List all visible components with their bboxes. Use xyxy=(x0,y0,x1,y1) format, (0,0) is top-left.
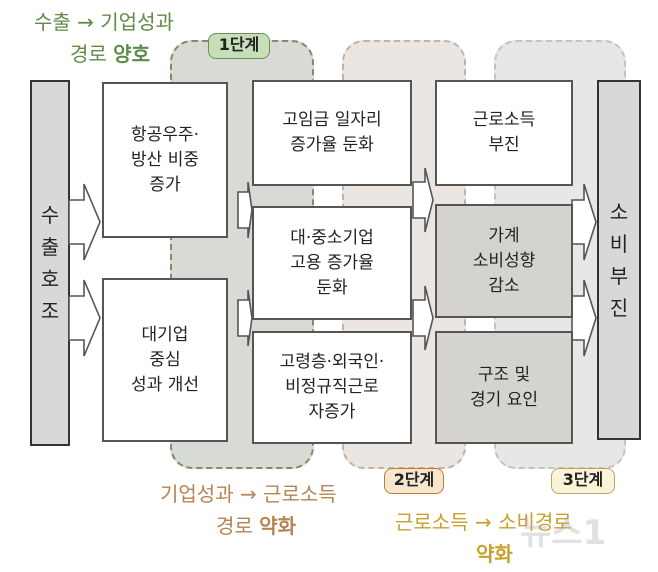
employment-growth-box: 대·중소기업 고용 증가율 둔화 xyxy=(252,206,412,320)
arrow-right-icon xyxy=(237,289,253,347)
stage2-badge: 2단계 xyxy=(384,468,444,494)
high-wage-jobs-box: 고임금 일자리 증가율 둔화 xyxy=(252,80,412,186)
consumption-slump-bar: 소 비 부 진 xyxy=(597,80,641,440)
elderly-foreign-irregular-box: 고령층·외국인· 비정규직근로 자증가 xyxy=(252,331,412,444)
export-path-status: 양호 xyxy=(113,42,150,66)
export-boom-text: 수 출 호 조 xyxy=(40,203,60,323)
arrow-right-icon xyxy=(412,285,434,351)
consumption-path-label-line1: 근로소득 → 소비경로 xyxy=(395,510,572,534)
household-propensity-box: 가계 소비성향 감소 xyxy=(435,204,573,318)
export-path-label-line2: 경로 양호 xyxy=(70,38,150,67)
income-path-status: 약화 xyxy=(259,514,296,538)
export-path-label-prefix: 경로 xyxy=(70,42,114,66)
income-path-label-prefix: 경로 xyxy=(216,514,260,538)
aerospace-defense-box: 항공우주· 방산 비중 증가 xyxy=(102,82,228,238)
arrow-right-icon xyxy=(571,183,597,261)
export-path-label-line1: 수출 → 기업성과 xyxy=(34,10,174,34)
labor-income-box: 근로소득 부진 xyxy=(435,80,573,186)
arrow-right-icon xyxy=(68,279,101,357)
consumption-path-status: 약화 xyxy=(476,542,513,566)
stage3-badge: 3단계 xyxy=(551,468,615,494)
news1-watermark: 뉴스1 xyxy=(520,513,607,553)
arrow-right-icon xyxy=(237,181,253,239)
arrow-right-icon xyxy=(571,279,597,357)
export-boom-bar: 수 출 호 조 xyxy=(30,80,70,446)
large-firm-performance-box: 대기업 중심 성과 개선 xyxy=(102,278,228,442)
structural-cyclical-box: 구조 및 경기 요인 xyxy=(435,331,573,444)
consumption-slump-text: 소 비 부 진 xyxy=(609,200,629,320)
arrow-right-icon xyxy=(412,167,434,233)
arrow-right-icon xyxy=(68,183,101,261)
income-path-label-line2: 경로 약화 xyxy=(216,510,296,539)
stage1-badge: 1단계 xyxy=(208,33,270,59)
income-path-label-line1: 기업성과 → 근로소득 xyxy=(160,482,337,506)
